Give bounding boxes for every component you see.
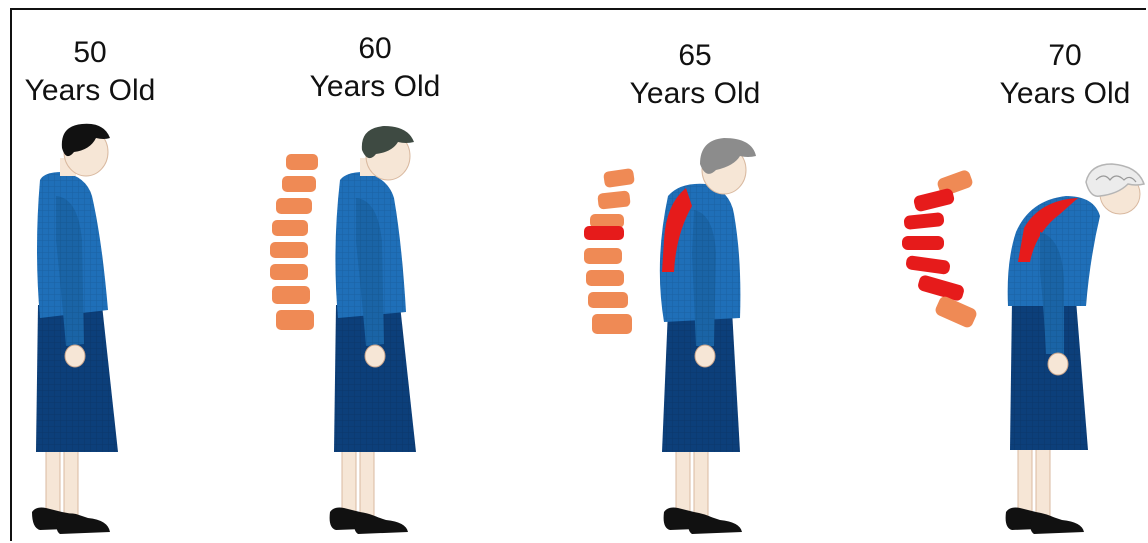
woman-figure-60 [330, 126, 416, 534]
spine-70 [902, 169, 978, 330]
legs [676, 450, 708, 516]
woman-figure-65 [660, 138, 756, 534]
hand [365, 345, 385, 367]
hand [695, 345, 715, 367]
legs [46, 448, 78, 516]
woman-figure-70 [1006, 164, 1144, 534]
legs [342, 450, 374, 516]
woman-figure-50 [32, 124, 118, 534]
hand [65, 345, 85, 367]
hand [1048, 353, 1068, 375]
spine-65 [584, 168, 635, 334]
spine-60 [270, 154, 318, 330]
legs [1018, 446, 1050, 516]
